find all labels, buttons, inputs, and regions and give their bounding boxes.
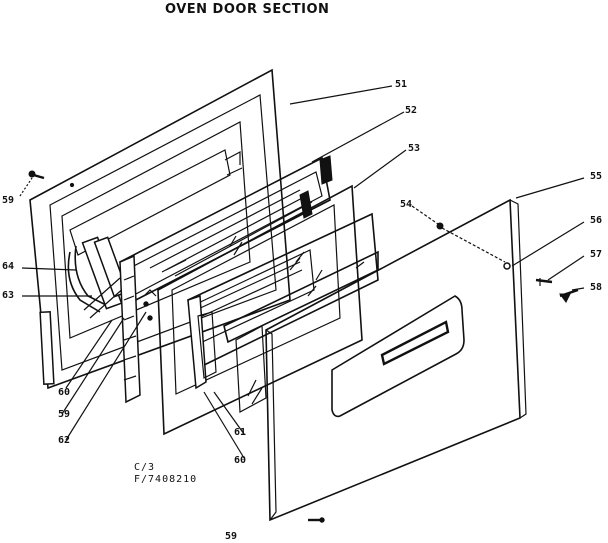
front-inner-glass — [223, 250, 379, 413]
callout-62: 62 — [58, 435, 71, 446]
callout-52: 52 — [405, 105, 418, 116]
insulation-frame — [119, 155, 333, 404]
code-line-2: F/7408210 — [134, 474, 198, 485]
callout-55: 55 — [590, 171, 603, 182]
leader-lines — [21, 85, 585, 459]
diagram-title: OVEN DOOR SECTION — [165, 2, 330, 17]
callout-51: 51 — [395, 79, 408, 90]
callout-54: 54 — [400, 199, 413, 210]
outer-door-panel — [265, 198, 527, 522]
screw-top-left — [19, 170, 45, 197]
callout-58: 58 — [590, 282, 603, 293]
callout-64: 64 — [2, 261, 15, 272]
callout-59-left: 59 — [58, 409, 71, 420]
callout-61: 61 — [234, 427, 247, 438]
hardware-right — [503, 262, 579, 303]
screw-54 — [411, 205, 506, 263]
callout-53: 53 — [408, 143, 421, 154]
middle-glass-pane — [157, 184, 363, 436]
callout-60-bottom: 60 — [234, 455, 247, 466]
screw-bottom — [308, 517, 325, 523]
callout-59-bottom: 59 — [225, 531, 238, 542]
code-line-1: C/3 — [134, 462, 156, 473]
callout-57: 57 — [590, 249, 603, 260]
hinge-wiring — [67, 236, 129, 319]
callout-63: 63 — [2, 290, 15, 301]
callout-60-left: 60 — [58, 387, 71, 398]
callout-59-top-left: 59 — [2, 195, 15, 206]
small-hardware-left — [143, 289, 157, 321]
glass-pack-frame — [187, 212, 379, 390]
callout-56: 56 — [590, 215, 603, 226]
